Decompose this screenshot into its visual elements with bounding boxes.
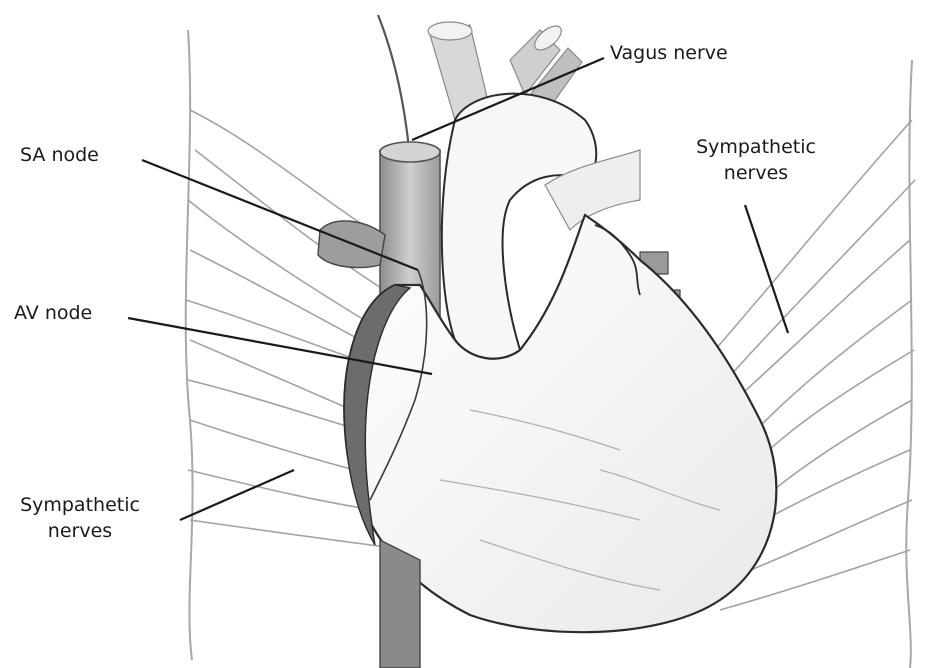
left-nerve-trunk (186, 30, 193, 660)
label-sympathetic-right-line1: Sympathetic (676, 134, 836, 160)
label-av-node: AV node (14, 300, 92, 326)
right-nerve-trunk (906, 60, 912, 668)
label-sa-node: SA node (20, 142, 99, 168)
label-sympathetic-nerves-right: Sympathetic nerves (676, 134, 836, 186)
label-vagus-nerve: Vagus nerve (610, 40, 728, 66)
leader-line-sympathetic-left (180, 470, 294, 520)
leader-line-sa-node (142, 160, 418, 270)
inferior-vena-cava (380, 540, 420, 668)
leader-line-sympathetic-right (745, 205, 788, 333)
label-sympathetic-left-line2: nerves (0, 518, 160, 544)
label-sympathetic-left-line1: Sympathetic (0, 492, 160, 518)
label-sympathetic-nerves-left: Sympathetic nerves (0, 492, 160, 544)
label-sympathetic-right-line2: nerves (676, 160, 836, 186)
